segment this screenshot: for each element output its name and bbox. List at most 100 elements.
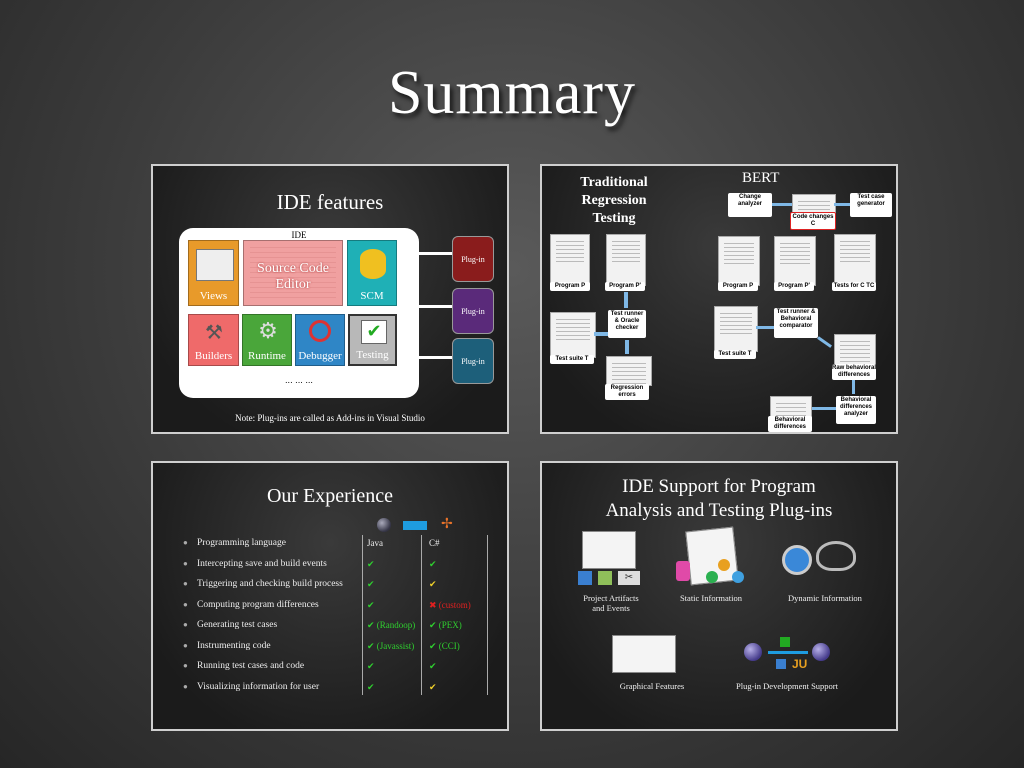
slide-title: Summary bbox=[387, 59, 637, 127]
stethoscope-icon bbox=[816, 541, 856, 571]
document-icon bbox=[606, 234, 646, 286]
bert-program-p2-label: Program P' bbox=[774, 282, 814, 291]
change-analyzer-box: Change analyzer bbox=[728, 193, 772, 217]
test-suite-icon bbox=[550, 312, 596, 358]
trad-title-line3: Testing bbox=[592, 211, 636, 226]
stopwatch-icon bbox=[782, 545, 812, 575]
bert-title: BERT bbox=[742, 170, 780, 186]
thumbnail-title: IDE features bbox=[276, 190, 384, 214]
runtime-tile: ⚙ Runtime bbox=[242, 314, 292, 366]
thumbnail-ide-support[interactable]: IDE Support for Program Analysis and Tes… bbox=[540, 461, 898, 731]
arrow bbox=[624, 292, 628, 308]
connector bbox=[419, 252, 453, 255]
connector bbox=[419, 356, 453, 359]
eclipse-icon bbox=[744, 643, 762, 661]
test-suite-icon bbox=[714, 306, 758, 352]
editor-label-line2: Editor bbox=[275, 277, 311, 292]
no-bug-icon bbox=[309, 320, 331, 342]
thumbnail-title-line2: Analysis and Testing Plug-ins bbox=[605, 500, 833, 521]
test-generator-box: Test case generator bbox=[850, 193, 892, 217]
thumbnail-bert[interactable]: Traditional Regression Testing BERT Prog… bbox=[540, 164, 898, 434]
thumbnail-title: Our Experience bbox=[266, 485, 394, 507]
plugin-box: Plug-in bbox=[452, 288, 494, 334]
checkbox-icon: ✔ bbox=[361, 320, 387, 344]
node-icon bbox=[706, 571, 718, 583]
code-lines-icon bbox=[250, 247, 336, 301]
arrow bbox=[625, 340, 629, 354]
program-p-label: Program P bbox=[550, 282, 590, 291]
cut-icon: ✂ bbox=[618, 571, 640, 585]
settings-icon bbox=[598, 571, 612, 585]
ellipsis: ... ... ... bbox=[285, 376, 313, 385]
static-caption: Static Information bbox=[679, 593, 743, 603]
column-divider bbox=[421, 535, 422, 695]
arrow bbox=[756, 326, 774, 329]
gears-icon: ⚙ bbox=[258, 318, 278, 343]
visual-studio-icon: ✢ bbox=[441, 516, 453, 532]
column-divider bbox=[487, 535, 488, 695]
bert-runner-box: Test runner & Behavioral comparator bbox=[774, 308, 818, 338]
junit-icon: JU bbox=[792, 657, 808, 671]
bert-test-suite-label: Test suite T bbox=[714, 350, 756, 359]
builders-tile: ⚒ Builders bbox=[188, 314, 239, 366]
database-icon bbox=[360, 249, 386, 279]
document-icon bbox=[774, 236, 816, 286]
document-icon bbox=[718, 236, 760, 286]
beaker-icon bbox=[676, 561, 690, 581]
note-text: Note: Plug-ins are called as Add-ins in … bbox=[235, 413, 425, 423]
program-p2-label: Program P' bbox=[605, 282, 645, 291]
bert-program-p-label: Program P bbox=[718, 282, 758, 291]
document-icon bbox=[834, 334, 876, 366]
eclipse-icon bbox=[377, 518, 391, 532]
arrow bbox=[817, 336, 832, 348]
arrow bbox=[772, 203, 792, 206]
regression-errors-label: Regression errors bbox=[605, 384, 649, 400]
document-icon bbox=[550, 234, 590, 286]
views-tile: Views bbox=[188, 240, 239, 306]
tests-for-c-label: Tests for C TC bbox=[832, 282, 876, 291]
debugger-label: Debugger bbox=[298, 350, 342, 362]
arrow-right-icon bbox=[403, 521, 427, 530]
views-icon bbox=[196, 249, 234, 281]
testing-label: Testing bbox=[356, 349, 389, 361]
document-icon bbox=[606, 356, 652, 387]
test-cases-icon bbox=[834, 234, 876, 284]
editor-tile: Source Code Editor bbox=[243, 240, 343, 306]
column-divider bbox=[362, 535, 363, 695]
runner-box: Test runner & Oracle checker bbox=[608, 310, 646, 338]
graphical-caption: Graphical Features bbox=[619, 681, 685, 691]
arrow-right-icon bbox=[768, 651, 808, 654]
connector bbox=[419, 305, 453, 308]
views-label: Views bbox=[199, 290, 228, 302]
testing-tile: ✔ Testing bbox=[348, 314, 397, 366]
dynamic-caption: Dynamic Information bbox=[788, 593, 862, 603]
eclipse-plus-icon bbox=[812, 643, 830, 661]
debugger-tile: Debugger bbox=[295, 314, 345, 366]
thumbnail-our-experience[interactable]: Our Experience ✢ ●Programming language J… bbox=[151, 461, 509, 731]
ide-label: IDE bbox=[291, 230, 307, 240]
scm-tile: SCM bbox=[347, 240, 397, 306]
project-tree-icon bbox=[582, 531, 636, 569]
scm-label: SCM bbox=[360, 290, 384, 302]
trad-title-line2: Regression bbox=[581, 193, 647, 208]
artifacts-caption-line2: and Events bbox=[592, 603, 630, 613]
artifacts-caption-line1: Project Artifacts bbox=[583, 593, 639, 603]
builders-label: Builders bbox=[194, 350, 233, 362]
node-icon bbox=[718, 559, 730, 571]
plugin-icon bbox=[780, 637, 790, 647]
trad-title-line1: Traditional bbox=[580, 175, 648, 190]
plugin-box: Plug-in bbox=[452, 236, 494, 282]
raw-differences-label: Raw behavioral differences bbox=[832, 364, 877, 380]
arrow bbox=[852, 380, 855, 394]
runtime-label: Runtime bbox=[248, 350, 286, 362]
arrow bbox=[812, 407, 836, 410]
diff-analyzer-box: Behavioral differences analyzer bbox=[836, 396, 876, 424]
ide-box: IDE Views Source Code Editor SCM ⚒ Build… bbox=[179, 228, 419, 398]
editor-label-line1: Source Code bbox=[257, 261, 329, 276]
node-icon bbox=[732, 571, 744, 583]
thumbnail-ide-features[interactable]: IDE features IDE Views Source Code Edito… bbox=[151, 164, 509, 434]
editor-icon bbox=[578, 571, 592, 585]
plugin-icon bbox=[776, 659, 786, 669]
behavioral-differences-label: Behavioral differences bbox=[768, 416, 812, 432]
graphical-ui-icon bbox=[612, 635, 676, 673]
